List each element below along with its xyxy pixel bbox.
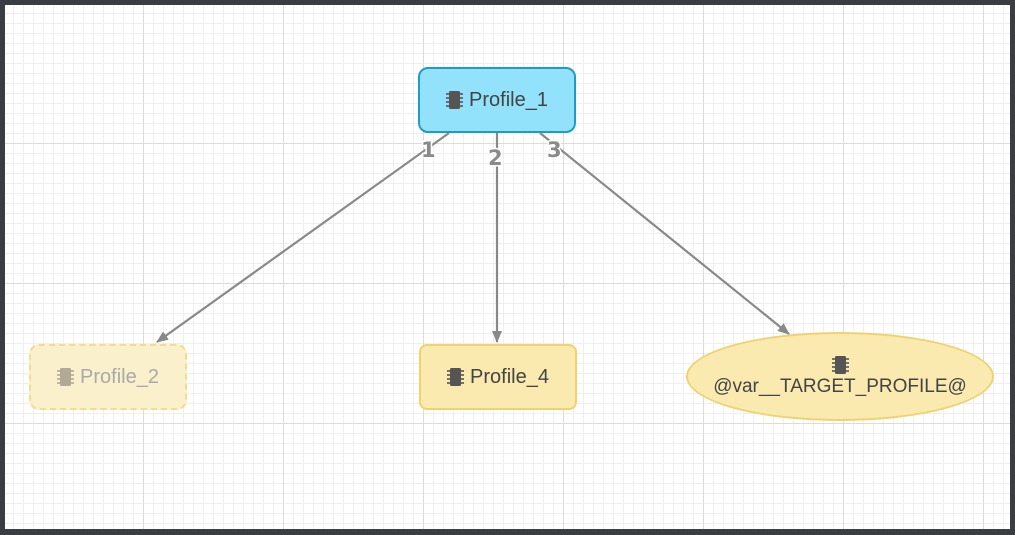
edge-label-3[interactable]: 3 (546, 137, 564, 164)
chip-icon (447, 368, 465, 386)
node-profile-2[interactable]: Profile_2 (29, 344, 187, 410)
edge-label-2[interactable]: 2 (487, 145, 505, 172)
node-target-profile[interactable]: @var__TARGET_PROFILE@ (686, 332, 994, 421)
node-label: Profile_4 (470, 365, 549, 388)
node-label: Profile_2 (80, 365, 159, 388)
chip-icon (57, 368, 75, 386)
chip-icon (446, 91, 464, 109)
chip-icon (831, 356, 849, 374)
node-profile-1[interactable]: Profile_1 (418, 67, 576, 133)
edge-3[interactable] (539, 132, 790, 335)
node-label: Profile_1 (469, 88, 548, 111)
edge-1[interactable] (156, 132, 450, 343)
node-label: @var__TARGET_PROFILE@ (713, 376, 967, 397)
edge-label-1[interactable]: 1 (420, 137, 438, 164)
node-profile-4[interactable]: Profile_4 (419, 344, 577, 410)
